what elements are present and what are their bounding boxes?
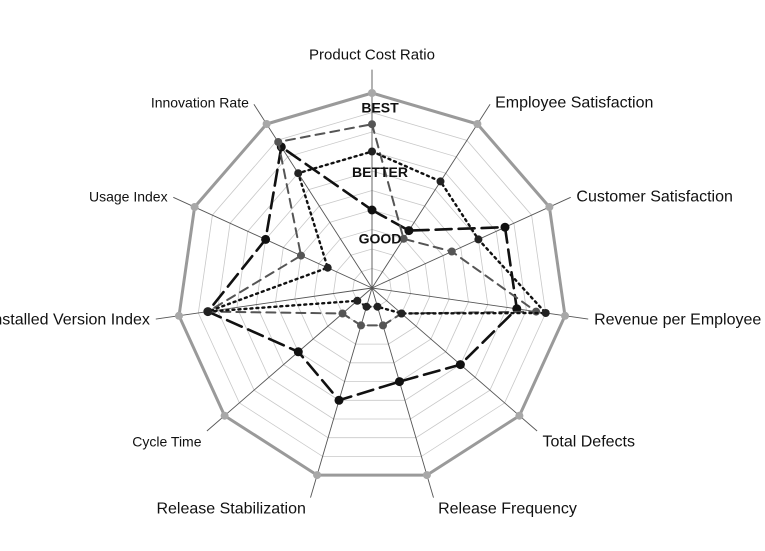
series-line (177, 91, 567, 477)
data-point (541, 309, 550, 317)
level-labels: BEST BETTER GOOD (352, 100, 408, 247)
axis-spoke (155, 287, 373, 320)
series-line (206, 150, 547, 315)
data-point (436, 177, 445, 186)
axis-spoke (371, 196, 571, 289)
axis-spoke (371, 287, 589, 320)
data-point (373, 302, 382, 311)
data-point (515, 411, 524, 420)
data-point (338, 309, 347, 318)
data-point (353, 296, 362, 305)
data-point (399, 234, 408, 243)
data-point (561, 311, 569, 320)
series-line (206, 145, 519, 402)
data-point (379, 321, 387, 330)
grid-ring (313, 229, 431, 345)
grid-ring (294, 209, 450, 364)
axis-label: Revenue per Employee (594, 311, 761, 328)
data-point (297, 251, 305, 260)
level-label: BETTER (352, 164, 408, 180)
axis-spoke (173, 196, 373, 289)
data-point (368, 147, 376, 156)
data-point (293, 347, 303, 357)
axis-label: Usage Index (89, 189, 168, 205)
axis-label: Employee Satisfaction (495, 95, 653, 112)
series-line (206, 123, 538, 327)
data-point (203, 307, 212, 316)
data-point (368, 120, 376, 129)
data-point (261, 234, 271, 244)
data-point (545, 203, 554, 211)
data-point (473, 120, 482, 128)
data-point (262, 120, 271, 128)
data-point (395, 377, 404, 387)
data-point (397, 309, 406, 318)
axis-spoke (371, 287, 434, 498)
data-point (404, 226, 414, 236)
axis-label: Cycle Time (132, 433, 201, 449)
axis-label: Installed Version Index (0, 311, 150, 328)
data-point (362, 302, 371, 311)
axis-label: Total Defects (543, 433, 635, 450)
grid-ring (255, 170, 489, 401)
series-dotted-black (203, 147, 550, 318)
data-point (422, 471, 431, 480)
data-point (474, 235, 483, 244)
data-point (175, 311, 183, 320)
axis-label: Release Stabilization (156, 500, 305, 517)
data-point (357, 321, 365, 330)
grid-ring (352, 268, 392, 308)
axis-label: Product Cost Ratio (309, 47, 435, 64)
data-point (323, 263, 332, 272)
axis-label: Innovation Rate (151, 95, 249, 111)
radar-series (175, 89, 569, 480)
series-solid-gray (175, 89, 569, 480)
data-point (532, 307, 541, 316)
data-point (455, 360, 465, 370)
radar-grid (155, 69, 589, 498)
level-label: GOOD (359, 230, 402, 246)
grid-ring (197, 112, 547, 457)
axis-label: Release Frequency (438, 500, 577, 517)
axis-spoke (253, 104, 373, 289)
data-point (190, 203, 199, 211)
grid-ring (275, 190, 469, 383)
data-point (447, 247, 456, 256)
data-point (500, 222, 510, 232)
data-point (313, 471, 322, 480)
grid-ring (217, 131, 527, 439)
axis-spoke (371, 104, 491, 289)
data-point (274, 138, 283, 146)
level-label: BEST (361, 100, 399, 116)
axis-label: Customer Satisfaction (576, 189, 733, 206)
data-point (368, 89, 376, 97)
axis-spoke (371, 287, 538, 432)
grid-ring (236, 151, 508, 420)
data-point (220, 411, 229, 420)
data-point (367, 205, 377, 215)
data-point (294, 169, 303, 178)
data-point (334, 395, 344, 405)
